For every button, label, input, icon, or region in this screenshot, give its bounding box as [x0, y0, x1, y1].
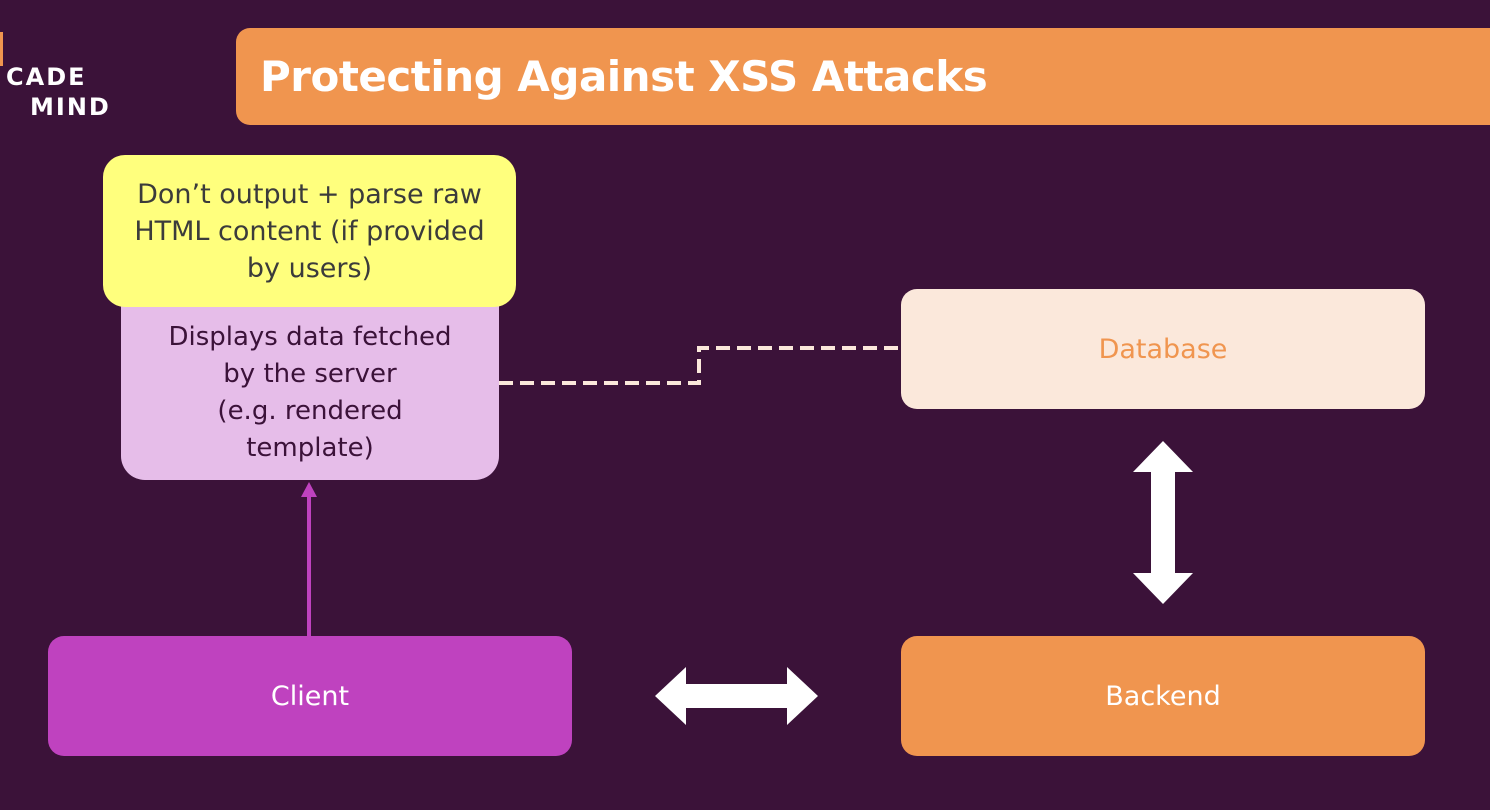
display-box: Displays data fetched by the server (e.g…	[121, 286, 499, 480]
double-arrow-vertical-icon	[1133, 441, 1193, 604]
display-text-line: (e.g. rendered	[217, 396, 403, 426]
display-text: Displays data fetched by the server (e.g…	[168, 319, 451, 467]
logo-accent-bar	[0, 32, 3, 66]
logo-line-1: CADE	[6, 63, 87, 91]
slide-title: Protecting Against XSS Attacks	[260, 52, 988, 101]
arrowhead-up-icon	[301, 482, 317, 497]
title-banner: Protecting Against XSS Attacks	[236, 28, 1490, 125]
backend-box: Backend	[901, 636, 1425, 756]
backend-label: Backend	[1105, 680, 1221, 712]
database-label: Database	[1098, 333, 1228, 365]
client-box: Client	[48, 636, 572, 756]
dashed-connector	[499, 346, 901, 385]
display-text-line: Displays data fetched	[168, 322, 452, 352]
logo-line-2: MIND	[30, 93, 111, 121]
client-label: Client	[270, 680, 350, 712]
double-arrow-horizontal-icon	[655, 667, 818, 725]
database-box: Database	[901, 289, 1425, 409]
display-text-line: by the server	[223, 359, 397, 389]
note-box: Don’t output + parse raw HTML content (i…	[103, 155, 516, 307]
display-text-line: template)	[246, 433, 374, 463]
note-text: Don’t output + parse raw HTML content (i…	[134, 178, 485, 284]
